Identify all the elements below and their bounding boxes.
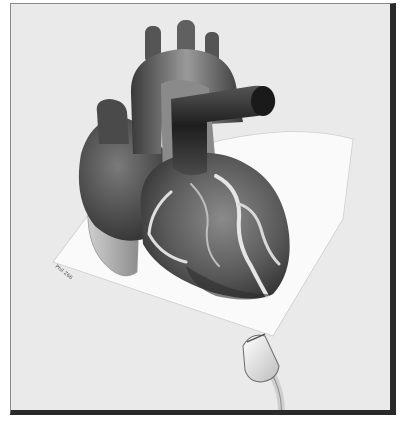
superior-vena-cava [97, 99, 129, 144]
illustration-frame: Phil Z66 [10, 3, 396, 415]
heart-ultrasound-illustration: Phil Z66 [11, 4, 396, 415]
pulmonary-artery-opening [251, 86, 275, 116]
